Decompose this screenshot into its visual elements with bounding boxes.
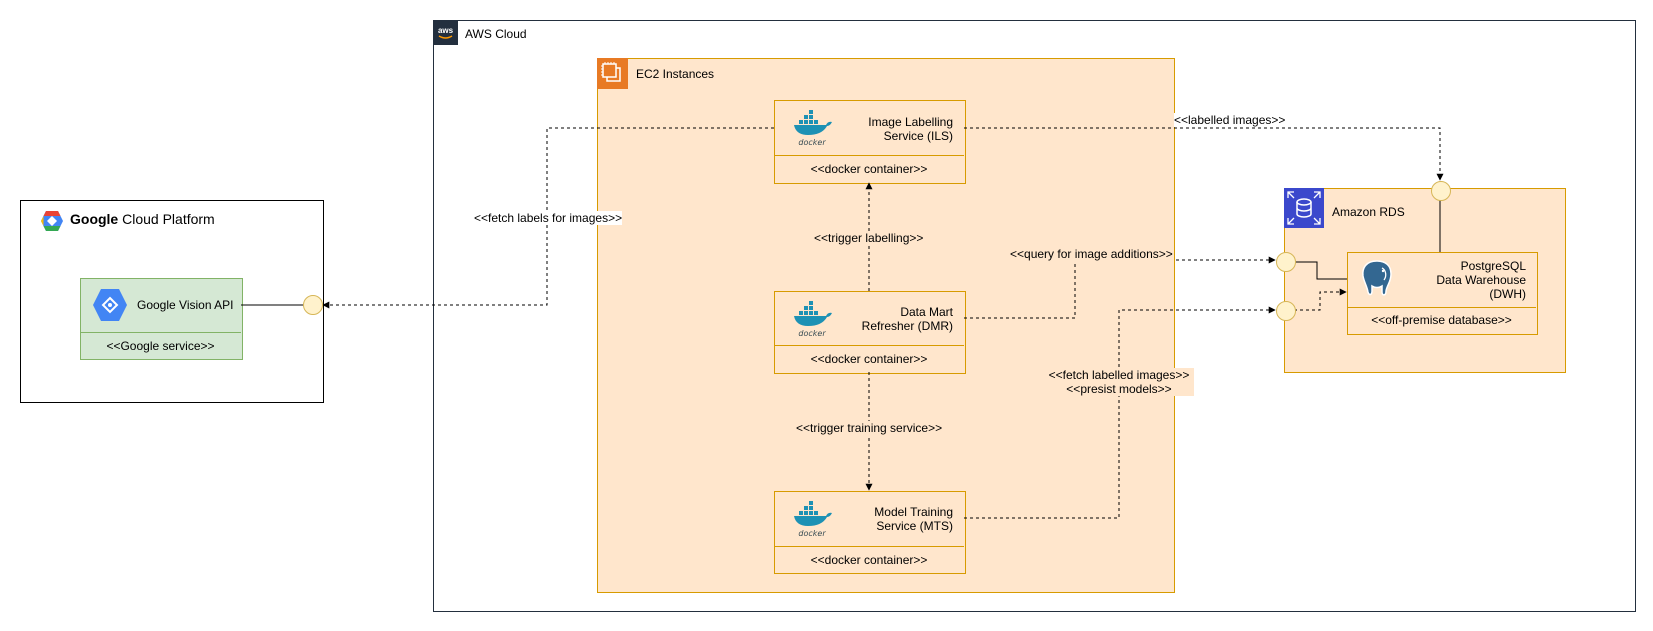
mts-name-line1: Model Training (874, 505, 953, 519)
dwh-name-line3: (DWH) (1489, 287, 1526, 301)
aws-logo-badge: aws (433, 20, 458, 45)
google-service-stereotype: <<Google service>> (106, 339, 215, 353)
component-divider (80, 332, 241, 333)
ils-name-line2: Service (ILS) (883, 129, 953, 143)
component-divider (774, 546, 964, 547)
ec2-badge (597, 58, 628, 89)
labelled-images-edge (964, 127, 1444, 181)
port-to-dwh-edge (1294, 288, 1347, 311)
mts-name-line2: Service (MTS) (876, 519, 953, 533)
ils-stereotype: <<docker container>> (810, 162, 928, 176)
ec2-title: EC2 Instances (636, 67, 715, 81)
fetch-labelled-label-line1: <<fetch labelled images>> (1048, 368, 1190, 382)
fetch-labelled-label: <<fetch labelled images>> <<presist mode… (1044, 368, 1194, 396)
docker-icon: docker (794, 301, 832, 337)
dwh-interface-line-1 (1294, 261, 1347, 280)
dmr-name-line2: Refresher (DMR) (861, 319, 953, 333)
dmr-stereotype: <<docker container>> (810, 352, 928, 366)
svg-text:aws: aws (438, 26, 454, 35)
amazon-rds-title: Amazon RDS (1332, 205, 1405, 219)
google-vision-port[interactable] (303, 295, 323, 315)
mts-stereotype: <<docker container>> (810, 553, 928, 567)
rds-fetch-port[interactable] (1276, 301, 1296, 321)
fetch-labelled-edge (964, 306, 1276, 519)
fetch-labelled-label-line2: <<presist models>> (1066, 382, 1172, 396)
svg-text:docker: docker (798, 329, 826, 337)
dmr-component[interactable] (774, 291, 966, 374)
ec2-icon (601, 62, 621, 82)
aws-icon: aws (438, 26, 454, 39)
postgresql-elephant-icon (1362, 260, 1392, 296)
gcp-title: Google Cloud Platform (70, 211, 215, 227)
aws-cloud-title: AWS Cloud (465, 27, 527, 41)
dmr-name: Data Mart Refresher (DMR) (840, 305, 953, 333)
svg-text:docker: docker (798, 529, 826, 537)
trigger-training-label: <<trigger training service>> (796, 421, 943, 435)
trigger-labelling-label: <<trigger labelling>> (814, 231, 924, 245)
dmr-name-line1: Data Mart (900, 305, 953, 319)
component-divider (774, 155, 964, 156)
ils-name: Image Labelling Service (ILS) (840, 115, 953, 143)
component-divider (774, 345, 964, 346)
google-vision-icon (93, 289, 127, 321)
rds-icon (1287, 191, 1321, 225)
google-vision-api-label: Google Vision API (137, 298, 234, 312)
docker-icon: docker (794, 501, 832, 537)
query-additions-edge (964, 256, 1276, 319)
component-divider (1347, 307, 1536, 308)
labelled-images-label: <<labelled images>> (1174, 113, 1286, 127)
dwh-stereotype: <<off-premise database>> (1371, 313, 1512, 327)
query-additions-label: <<query for image additions>> (1010, 247, 1173, 261)
ils-name-line1: Image Labelling (868, 115, 953, 129)
ils-component[interactable] (774, 100, 966, 184)
fetch-labels-label: <<fetch labels for images>> (474, 211, 623, 225)
google-cloud-icon (41, 211, 63, 231)
dwh-name-line1: PostgreSQL (1460, 259, 1526, 273)
rds-badge (1284, 188, 1324, 228)
rds-query-port[interactable] (1276, 252, 1296, 272)
mts-name: Model Training Service (MTS) (840, 505, 953, 533)
docker-icon: docker (794, 110, 832, 146)
rds-labelled-images-port[interactable] (1431, 181, 1451, 201)
mts-component[interactable] (774, 491, 966, 574)
dwh-name: PostgreSQL Data Warehouse (DWH) (1400, 259, 1526, 301)
dwh-name-line2: Data Warehouse (1436, 273, 1526, 287)
svg-text:docker: docker (798, 138, 826, 146)
fetch-labels-edge (322, 127, 774, 309)
